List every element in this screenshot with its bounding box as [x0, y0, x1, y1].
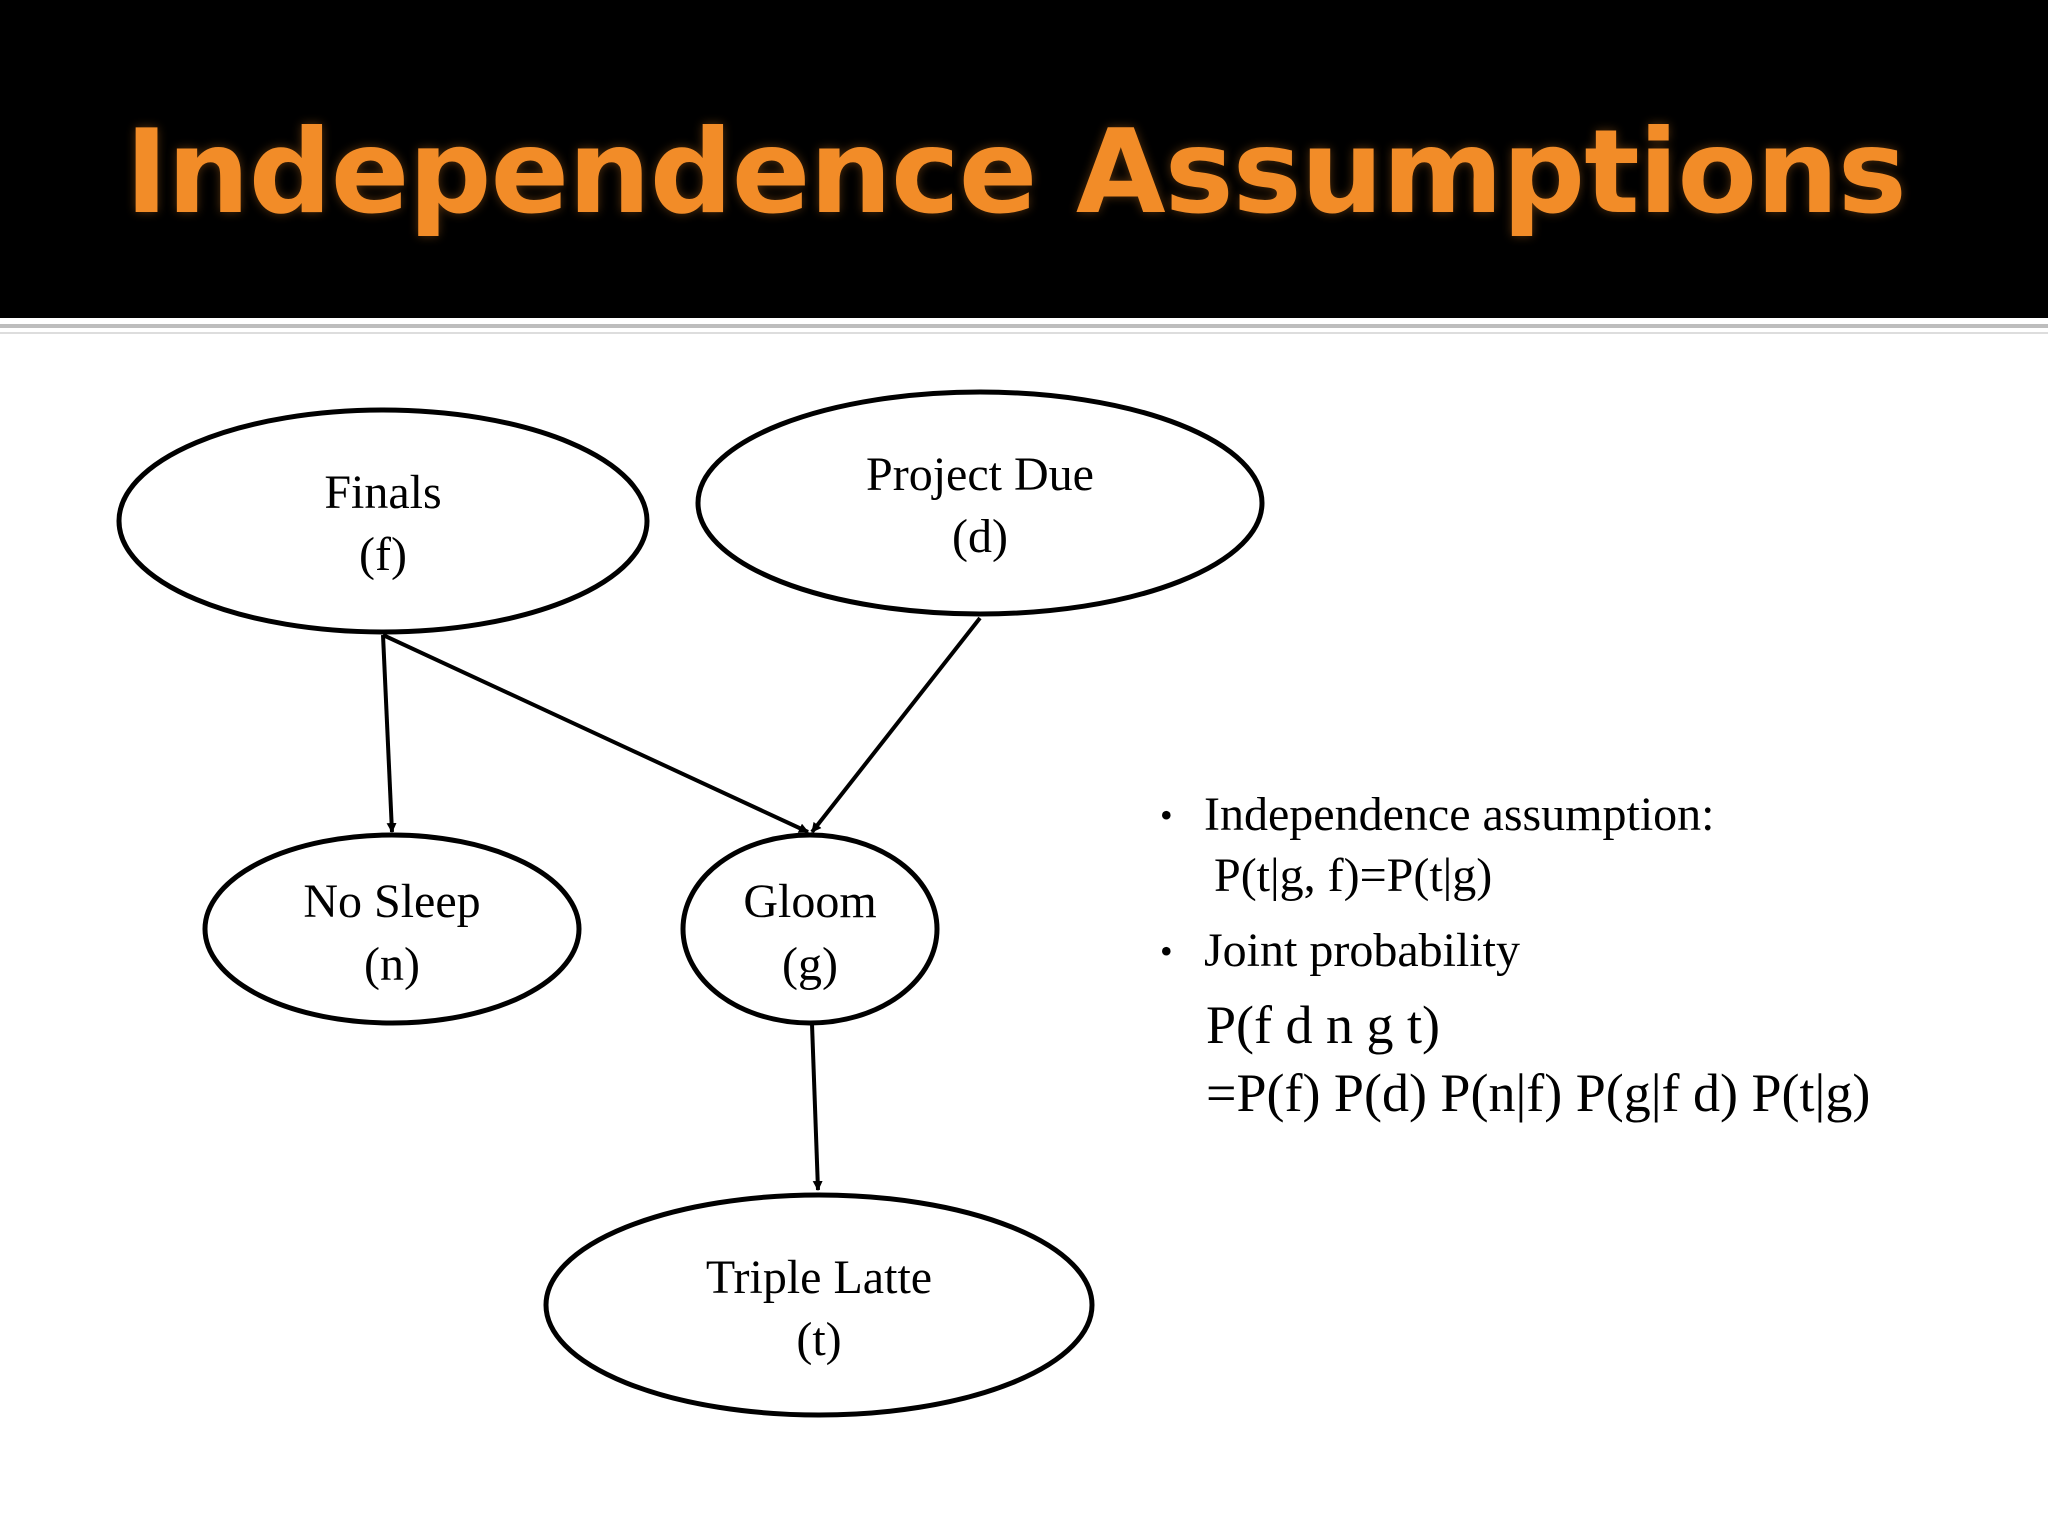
- bullet-independence-assumption: • Independence assumption:: [1160, 785, 1870, 845]
- node-project-due-label: Project Due: [866, 448, 1094, 501]
- node-finals-label: Finals: [324, 466, 441, 519]
- node-project-due: Project Due (d): [695, 389, 1265, 617]
- node-project-due-var: (d): [952, 510, 1008, 563]
- node-gloom-var: (g): [782, 938, 838, 991]
- node-triple-latte-var: (t): [796, 1313, 841, 1366]
- node-finals: Finals (f): [116, 407, 650, 635]
- slide-title: Independence Assumptions: [125, 105, 1907, 240]
- node-gloom-label: Gloom: [743, 875, 876, 928]
- bullet-dot: •: [1160, 795, 1173, 835]
- edge-finals-gloom: [382, 633, 809, 834]
- edge-finals-no-sleep: [381, 634, 397, 833]
- edge-project-due-gloom: [810, 616, 982, 834]
- bullet-text: Joint probability: [1204, 924, 1520, 977]
- bullet-joint-probability: • Joint probability: [1160, 921, 1870, 981]
- node-no-sleep-label: No Sleep: [303, 875, 480, 928]
- node-no-sleep-var: (n): [364, 938, 420, 991]
- node-triple-latte: Triple Latte (t): [543, 1192, 1095, 1418]
- joint-probability-lhs: P(f d n g t): [1206, 995, 1440, 1055]
- joint-probability-rhs: =P(f) P(d) P(n|f) P(g|f d) P(t|g): [1206, 1063, 1871, 1123]
- independence-formula: P(t|g, f)=P(t|g): [1214, 849, 1493, 902]
- node-triple-latte-label: Triple Latte: [706, 1251, 932, 1304]
- bullet-dot: •: [1160, 931, 1173, 971]
- header-divider: [0, 324, 2048, 328]
- bullet-text: Independence assumption:: [1204, 788, 1715, 841]
- bullet-list: • Independence assumption: P(t|g, f)=P(t…: [1160, 785, 1870, 1127]
- header-divider-shadow: [0, 332, 2048, 334]
- node-finals-var: (f): [359, 528, 407, 581]
- title-bar: Independence Assumptions: [0, 0, 2048, 318]
- edge-gloom-triple-latte: [810, 1023, 823, 1191]
- node-no-sleep: No Sleep (n): [202, 832, 582, 1026]
- node-gloom: Gloom (g): [680, 832, 940, 1026]
